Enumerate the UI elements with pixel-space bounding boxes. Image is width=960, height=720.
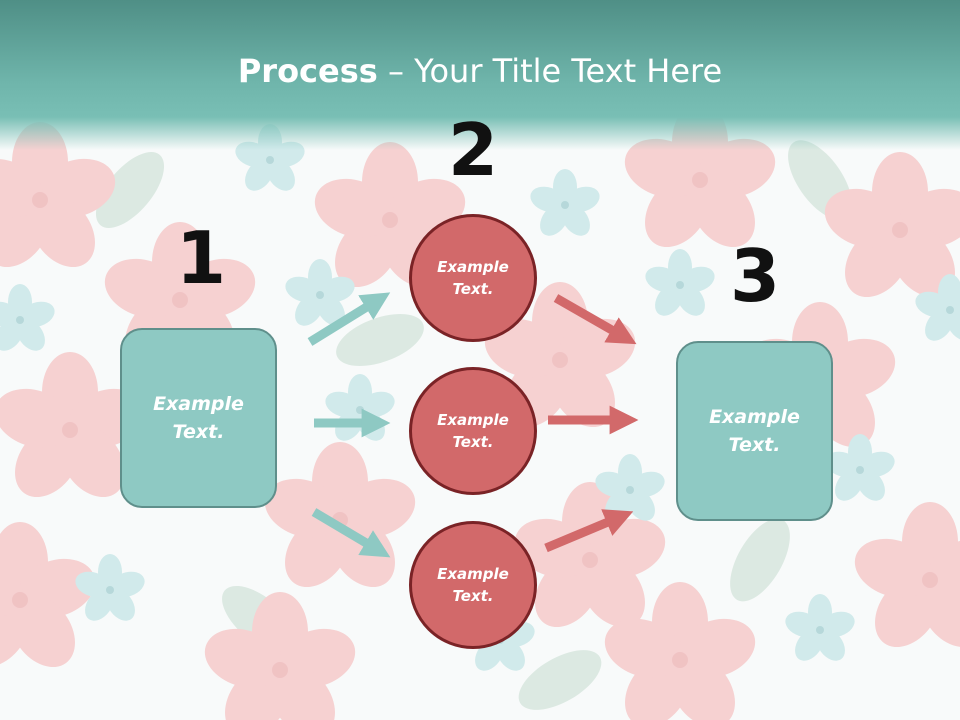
arrow-circle-1-to-3 (553, 294, 637, 345)
slide-title: Process – Your Title Text Here (0, 52, 960, 90)
circle-2-text-line1: Example (437, 410, 509, 429)
step-3-box: Example Text. (676, 341, 833, 521)
circle-2-text-line2: Text. (452, 433, 494, 451)
step-1-text-line1: Example (153, 392, 244, 415)
step-number-3: 3 (730, 234, 781, 318)
arrow-1-to-circle-3 (311, 508, 391, 558)
arrow-circle-3-to-3 (544, 509, 634, 553)
circle-3-text-line2: Text. (452, 587, 494, 605)
step-3-text-line2: Text. (728, 434, 781, 456)
circle-3-text-line1: Example (437, 564, 509, 583)
title-rest-part: – Your Title Text Here (377, 52, 723, 90)
title-bold-part: Process (237, 52, 378, 90)
arrow-1-to-circle-1 (307, 292, 391, 346)
step-1-text-line2: Text. (172, 421, 225, 443)
circle-1-text-line1: Example (437, 257, 509, 276)
step-3-text-line1: Example (709, 405, 800, 428)
step-1-box: Example Text. (120, 328, 277, 508)
title-banner (0, 0, 960, 150)
step-number-1: 1 (176, 216, 227, 300)
step-2-circle-top: Example Text. (409, 214, 537, 342)
circle-1-text-line2: Text. (452, 280, 494, 298)
step-2-circle-bottom: Example Text. (409, 521, 537, 649)
step-2-circle-middle: Example Text. (409, 367, 537, 495)
step-number-2: 2 (448, 108, 499, 192)
